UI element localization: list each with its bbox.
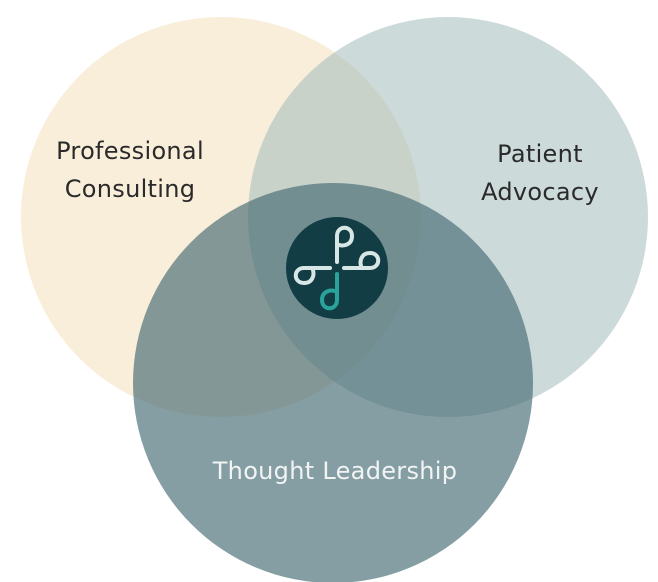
center-logo	[286, 217, 388, 319]
professional-consulting-label: Professional Consulting	[30, 132, 230, 208]
interlocking-loops-icon	[293, 225, 381, 311]
patient-advocacy-label: Patient Advocacy	[445, 135, 635, 211]
thought-leadership-label-line-1: Thought Leadership	[212, 457, 458, 485]
thought-leadership-label: Thought Leadership	[160, 452, 510, 490]
thought-leadership-circle	[133, 183, 533, 582]
patient-advocacy-label-line-2: Advocacy	[481, 178, 599, 206]
logo-badge	[286, 217, 388, 319]
patient-advocacy-label-line-1: Patient	[497, 140, 583, 168]
professional-consulting-label-line-2: Consulting	[64, 175, 196, 203]
professional-consulting-label-line-1: Professional	[56, 137, 204, 165]
